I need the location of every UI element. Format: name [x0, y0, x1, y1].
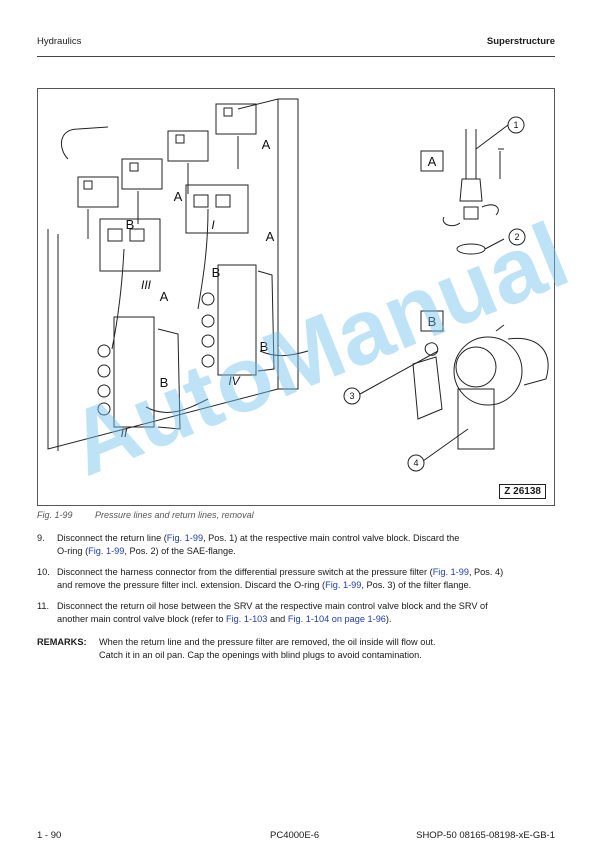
header-section: Hydraulics — [37, 36, 82, 47]
step-10: 10. Disconnect the harness connector fro… — [37, 566, 557, 592]
document-id: SHOP-50 08165-08198-xE-GB-1 — [416, 830, 555, 841]
valve-number-ii: II — [121, 426, 128, 440]
page-number: 1 - 90 — [37, 830, 62, 841]
detail-b-label: B — [428, 314, 437, 329]
step-text: Disconnect the harness connector from th… — [57, 567, 504, 590]
callout-2: 2 — [514, 232, 519, 242]
valve-number-i: I — [211, 218, 215, 232]
figure-link[interactable]: Fig. 1-99 — [432, 567, 469, 577]
step-text: Disconnect the return line (Fig. 1-99, P… — [57, 533, 460, 556]
step-number: 10. — [37, 567, 50, 577]
valve-number-iii: III — [141, 278, 152, 292]
header-chapter: Superstructure — [486, 36, 555, 47]
model-number: PC4000E-6 — [270, 830, 320, 841]
figure-link[interactable]: Fig. 1-99 — [325, 580, 362, 590]
callout-1: 1 — [513, 120, 518, 130]
figure-caption: Fig. 1-99 Pressure lines and return lines… — [37, 510, 254, 520]
detail-b-box — [420, 310, 444, 332]
valve-number-iv: IV — [228, 374, 240, 388]
page-link[interactable]: Fig. 1-104 on page 1-96 — [287, 614, 386, 624]
detail-b-drawing — [359, 324, 549, 462]
valve-block-iv — [201, 264, 309, 376]
remarks-label: REMARKS: — [37, 637, 87, 647]
caption-number: Fig. 1-99 — [37, 510, 73, 520]
valve-b-4: B — [160, 375, 169, 390]
callout-4: 4 — [413, 458, 418, 468]
valve-a-2: A — [174, 189, 183, 204]
step-11: 11. Disconnect the return oil hose betwe… — [37, 600, 557, 626]
top-valve-bank — [77, 103, 257, 239]
caption-text: Pressure lines and return lines, removal — [95, 510, 254, 520]
callout-labels: 1 2 3 4 A B A B A B A B A B I II III IV — [121, 120, 520, 468]
figure-link[interactable]: Fig. 1-103 — [226, 614, 268, 624]
valve-a-1: A — [262, 137, 271, 152]
callout-3: 3 — [349, 391, 354, 401]
figure-drawing: 1 2 3 4 A B A B A B A B A B I II III IV — [47, 98, 549, 472]
figure-link[interactable]: Fig. 1-99 — [166, 533, 204, 543]
detail-a-drawing — [442, 124, 509, 255]
page-header: Hydraulics Superstructure — [37, 36, 555, 57]
step-number: 9. — [37, 533, 45, 543]
valve-b-2: B — [126, 217, 135, 232]
remarks: REMARKS: When the return line and the pr… — [37, 636, 557, 662]
detail-a-label: A — [428, 154, 437, 169]
step-9: 9. Disconnect the return line (Fig. 1-99… — [37, 532, 557, 558]
figure-code: Z 26138 — [499, 484, 546, 499]
valve-b-1: B — [212, 265, 221, 280]
remarks-text: When the return line and the pressure fi… — [99, 637, 436, 660]
step-number: 11. — [37, 601, 50, 611]
figure-link[interactable]: Fig. 1-99 — [88, 546, 125, 556]
valve-block-i — [185, 184, 249, 310]
frame-outline — [47, 98, 279, 450]
valve-a-4: A — [160, 289, 169, 304]
step-text: Disconnect the return oil hose between t… — [57, 601, 488, 624]
valve-a-3: A — [266, 229, 275, 244]
valve-block-ii — [97, 316, 209, 430]
detail-a-box — [420, 150, 444, 172]
figure-hydraulic-valves: 1 2 3 4 A B A B A B A B A B I II III IV … — [37, 88, 555, 506]
valve-b-3: B — [260, 339, 269, 354]
